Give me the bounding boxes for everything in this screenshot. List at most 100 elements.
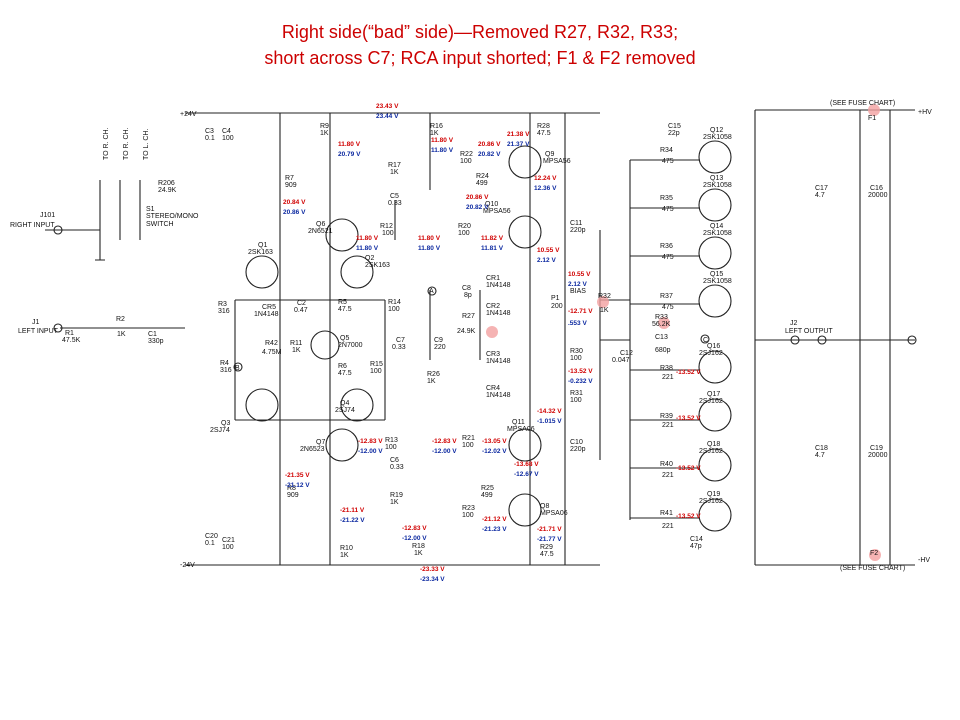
voltage-measurement-m18: 11.80 V [356,245,379,252]
voltage-measurement-m10: 20.82 V [478,151,501,158]
j2-label: J2 [790,320,798,327]
component-label-r37v: 475 [662,304,674,311]
component-label-r11: R11 [290,340,302,347]
voltage-measurement-m11: 12.24 V [534,175,557,182]
component-label-q13: Q13 [710,175,723,182]
component-label-q19: Q19 [707,491,720,498]
component-label-c20: C20 [205,533,218,540]
amplifier-schematic: +24V -24V +HV -HV (SEE FUSE CHART) (SEE … [10,100,932,583]
component-label-f2: F2 [870,550,878,557]
component-label-r24: R24 [476,173,489,180]
j1-jack [53,323,63,333]
component-label-r29v: 47.5 [540,551,554,558]
right-input-label: RIGHT INPUT [10,222,55,229]
component-label-nodeC: C [703,337,708,344]
component-label-r36v: 475 [662,254,674,261]
component-label-r4v: 316 [220,367,232,374]
component-label-r29: R29 [540,544,553,551]
voltage-measurement-m44: -21.22 V [340,517,365,524]
component-label-r1v: 47.5K [62,337,81,344]
voltage-measurement-m19: 11.80 V [418,235,441,242]
voltage-measurement-m1: 23.43 V [376,103,399,110]
q19-symbol [698,498,732,532]
component-label-bias: BIAS [570,288,586,295]
component-label-r42: R42 [265,340,278,347]
component-label-c10: C10 [570,439,583,446]
component-label-r20: R20 [458,223,471,230]
component-label-r32v: 1K [600,307,609,314]
component-label-r33v: 56.2K [652,321,671,328]
component-label-r37: R37 [660,293,673,300]
voltage-measurement-m30: -0.232 V [568,378,593,385]
voltage-measurement-m31: -14.32 V [537,408,562,415]
component-label-r25v: 499 [481,492,493,499]
component-label-r32: R32 [598,293,611,300]
voltage-measurement-m12: 12.36 V [534,185,557,192]
component-label-r21v: 100 [462,442,474,449]
component-label-r19v: 1K [390,499,399,506]
component-label-q10v: MPSA56 [483,208,511,215]
voltage-measurement-m9: 20.86 V [478,141,501,148]
component-label-c8: C8 [462,285,471,292]
component-label-r20v: 100 [458,230,470,237]
fuse-chart-top-label: (SEE FUSE CHART) [830,100,895,107]
component-label-r23v: 100 [462,512,474,519]
to-r-ch-a-label: TO R. CH. [123,127,130,160]
component-label-c11: C11 [570,220,582,227]
left-output-label: LEFT OUTPUT [785,328,833,335]
component-label-q4: Q4 [340,400,349,407]
component-label-c21v: 100 [222,544,234,551]
component-label-q10: Q10 [485,201,498,208]
component-label-r3v: 316 [218,308,230,315]
component-label-c15v: 22p [668,130,680,137]
component-label-r27: R27 [462,313,475,320]
component-label-c8v: 8p [464,292,472,299]
component-label-cr4: CR4 [486,385,500,392]
hv-neg-label: -HV [918,557,930,564]
component-label-r38v: 221 [662,374,674,381]
r33-removed-mark [658,317,670,329]
component-label-r7: R7 [285,175,294,182]
fuse-chart-bottom-label: (SEE FUSE CHART) [840,565,905,572]
component-label-c18v: 4.7 [815,452,825,459]
component-label-q6v: 2N6521 [308,228,333,235]
q8-symbol [508,493,542,527]
component-label-r5v: 47.5 [338,306,352,313]
to-r-ch-c-label: TO R. CH. [103,127,110,160]
component-label-r22: R22 [460,151,473,158]
component-label-r34v: 475 [662,158,674,165]
component-label-r2: R2 [116,316,125,323]
component-label-c13: C13 [655,334,668,341]
s1-label: S1 [146,206,155,213]
component-label-c5: C5 [390,193,399,200]
component-label-r31v: 100 [570,397,582,404]
component-label-c17v: 4.7 [815,192,825,199]
component-label-c9v: 220 [434,344,446,351]
voltage-measurement-m14: 20.82 V [466,204,489,211]
voltage-measurement-m24: 2.12 V [537,257,556,264]
component-label-c13v: 680p [655,347,671,354]
voltage-measurement-m33: -12.83 V [358,438,383,445]
component-label-c16v: 20000 [868,192,888,199]
voltage-measurement-m4: 11.80 V [431,147,454,154]
component-label-r18v: 1K [414,550,423,557]
voltage-measurement-m28: .553 V [568,320,587,327]
component-label-q7: Q7 [316,439,325,446]
component-label-r10v: 1K [340,552,349,559]
voltage-measurement-m38: -12.02 V [482,448,507,455]
component-label-r9: R9 [320,123,329,130]
voltage-measurement-m50: -12.00 V [402,535,427,542]
component-label-c6: C6 [390,457,399,464]
component-label-cr5: CR5 [262,304,276,311]
component-label-r10: R10 [340,545,353,552]
component-label-c20v: 0.1 [205,540,215,547]
component-label-r40v: 221 [662,472,674,479]
component-label-q8v: MPSA06 [540,510,568,517]
voltage-measurement-m41: -21.35 V [285,472,310,479]
component-label-q19v: 2SJ162 [699,498,723,505]
component-label-r19: R19 [390,492,403,499]
component-label-r36: R36 [660,243,673,250]
voltage-measurement-m27: -12.71 V [568,308,593,315]
component-label-c21: C21 [222,537,235,544]
